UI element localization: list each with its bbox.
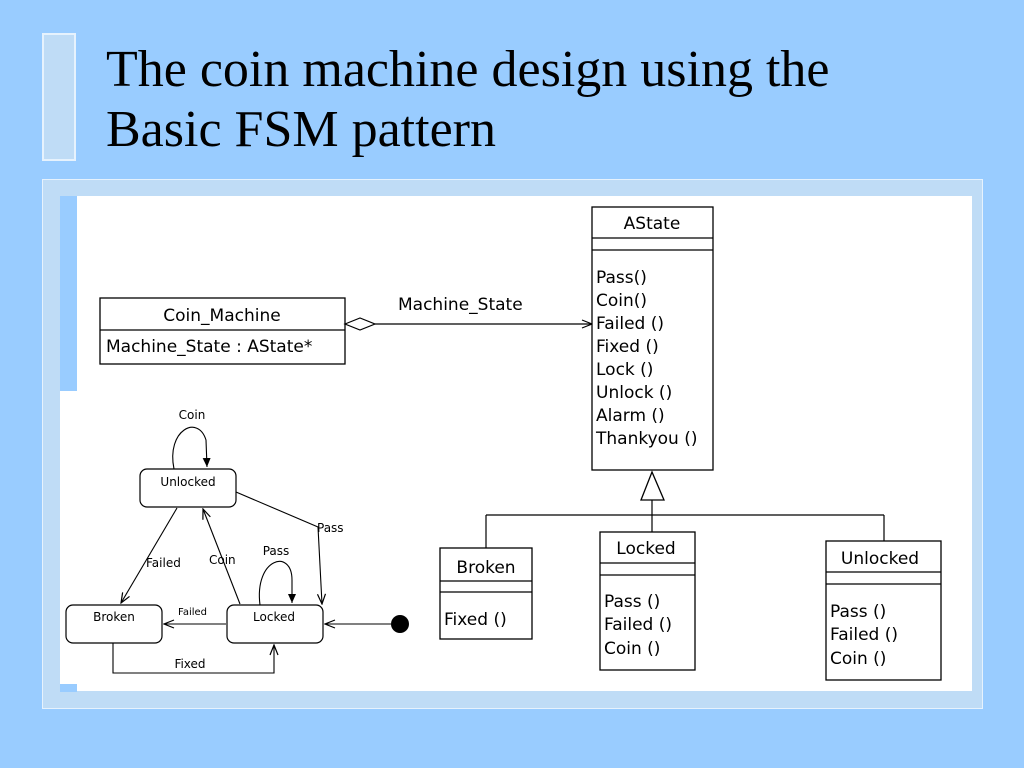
- aggregation-diamond: [343, 317, 377, 331]
- transition-locked-to-unlocked-label: Coin: [209, 553, 236, 567]
- broken-op-fixed: Fixed (): [444, 610, 507, 630]
- state-broken: [65, 604, 163, 644]
- unlocked-op-failed: Failed (): [830, 625, 898, 645]
- broken-class: Broken Fixed (): [439, 547, 533, 640]
- initial-state-dot: [391, 615, 409, 633]
- state-locked-label: Locked: [253, 610, 295, 624]
- astate-class-name: AState: [624, 214, 681, 234]
- astate-op-fixed: Fixed (): [596, 337, 659, 357]
- generalization-triangle: [640, 470, 665, 501]
- locked-op-failed: Failed (): [604, 615, 672, 635]
- state-machine-diagram: Unlocked Broken Locked Coin Failed Coin …: [65, 408, 409, 674]
- title-accent-bar: [42, 33, 76, 161]
- slide-title: The coin machine design using the Basic …: [106, 40, 986, 160]
- title-line-1: The coin machine design using the: [106, 41, 830, 98]
- locked-class: Locked Pass () Failed () Coin (): [599, 531, 696, 671]
- transition-broken-to-locked: [112, 643, 274, 674]
- astate-op-failed: Failed (): [596, 314, 664, 334]
- coin-machine-class-name: Coin_Machine: [163, 306, 280, 326]
- transition-unlocked-to-broken: [121, 507, 178, 603]
- astate-op-thankyou: Thankyou (): [595, 429, 698, 449]
- state-broken-label: Broken: [93, 610, 135, 624]
- astate-op-pass: Pass(): [596, 268, 647, 288]
- coin-machine-class: Coin_Machine Machine_State : AState*: [99, 297, 346, 365]
- state-unlocked-label: Unlocked: [160, 475, 215, 489]
- unlocked-class-name: Unlocked: [841, 549, 919, 569]
- locked-op-pass: Pass (): [604, 592, 660, 612]
- astate-op-unlock: Unlock (): [596, 383, 672, 403]
- coin-machine-attribute: Machine_State : AState*: [106, 337, 312, 357]
- transition-locked-self-label: Pass: [263, 544, 290, 558]
- broken-class-name: Broken: [456, 558, 515, 578]
- astate-op-lock: Lock (): [596, 360, 653, 380]
- transition-broken-to-locked-label: Fixed: [174, 657, 205, 671]
- unlocked-op-pass: Pass (): [830, 602, 886, 622]
- transition-unlocked-to-locked: [235, 491, 322, 604]
- state-unlocked: [139, 468, 237, 508]
- astate-class: AState Pass() Coin() Failed () Fixed () …: [591, 206, 714, 471]
- astate-op-coin: Coin(): [596, 291, 647, 311]
- locked-class-name: Locked: [616, 539, 675, 559]
- association-label: Machine_State: [398, 295, 523, 315]
- unlocked-class: Unlocked Pass () Failed () Coin (): [825, 540, 942, 681]
- astate-op-alarm: Alarm (): [596, 406, 665, 426]
- transition-locked-to-unlocked: [203, 509, 241, 605]
- transition-locked-to-broken-label: Failed: [178, 607, 207, 618]
- panel-edge-strip-bottom: [60, 684, 77, 692]
- transition-unlocked-to-broken-label: Failed: [146, 556, 181, 570]
- inheritance-tree: [485, 470, 885, 548]
- transition-unlocked-to-locked-label: Pass: [317, 521, 344, 535]
- transition-unlocked-self-label: Coin: [179, 408, 206, 422]
- transition-unlocked-self: [172, 426, 211, 470]
- title-line-2: Basic FSM pattern: [106, 101, 496, 158]
- state-locked: [226, 604, 324, 644]
- locked-op-coin: Coin (): [604, 639, 660, 659]
- panel-edge-strip-top: [60, 196, 77, 391]
- machine-state-association: Machine_State: [343, 295, 592, 331]
- unlocked-op-coin: Coin (): [830, 649, 886, 669]
- transition-locked-self: [258, 560, 296, 606]
